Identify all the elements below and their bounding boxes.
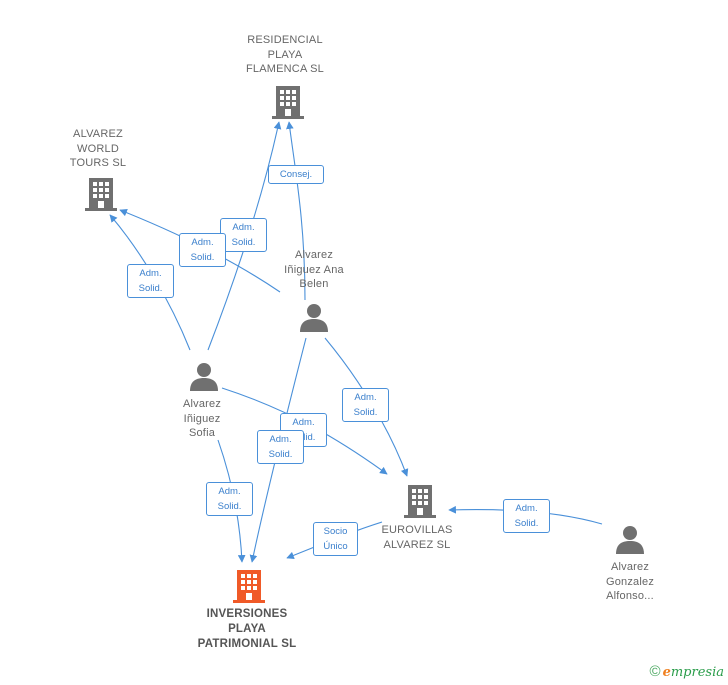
edge-badge-consej[interactable]: Consej. — [268, 165, 324, 184]
edge-badge-text: Adm. — [269, 434, 292, 445]
node-label-line: INVERSIONES — [206, 608, 288, 620]
person-icon — [300, 304, 328, 332]
node-label-line: Iñiguez Ana — [284, 263, 344, 276]
person-icon — [190, 363, 218, 391]
edge-badge-adm-solid[interactable]: Adm. Solid. — [503, 499, 550, 533]
node-label-line: Alvarez — [294, 249, 334, 261]
copyright-symbol: © — [649, 663, 661, 680]
edge-badge-text: Solid. — [190, 252, 215, 263]
edge-badge-adm-solid[interactable]: Adm. Solid. — [220, 218, 267, 252]
edge-badge-text: Único — [323, 541, 348, 552]
edge-badge-text: Adm. — [515, 503, 538, 514]
brand-name: mpresia — [670, 665, 724, 680]
edge-badge-text: Solid. — [231, 237, 256, 248]
edge-badge-text: Adm. — [232, 222, 255, 233]
node-label-line: TOURS SL — [69, 157, 127, 169]
brand-initial: e — [662, 665, 671, 680]
edge-badge-text: Adm. — [292, 417, 315, 428]
building-icon — [85, 178, 117, 211]
node-label-gonzalez[interactable]: Alvarez Gonzalez Alfonso... — [570, 560, 690, 604]
node-label-eurovillas[interactable]: EUROVILLAS ALVAREZ SL — [357, 523, 477, 552]
node-label-line: Alvarez — [610, 561, 650, 573]
edge-badge-text: Solid. — [268, 449, 293, 460]
edge-badge-adm-solid[interactable]: Adm. Solid. — [206, 482, 253, 516]
edge-badge-text: Solid. — [217, 501, 242, 512]
edge-badge-text: Solid. — [138, 283, 163, 294]
edge-anabelen-residencial — [286, 121, 306, 301]
node-label-line: Alfonso... — [606, 590, 654, 602]
brand-logo: empresia — [663, 665, 724, 680]
building-icon — [404, 485, 436, 518]
node-label-line: Iñiguez — [183, 412, 221, 425]
edge-badge-text: Consej. — [279, 169, 313, 180]
node-label-line: PLAYA — [267, 48, 303, 61]
edge-badge-text: Adm. — [354, 392, 377, 403]
node-label-line: Sofia — [188, 427, 216, 439]
node-label-sofia[interactable]: Alvarez Iñiguez Sofia — [142, 397, 262, 441]
node-label-line: FLAMENCA SL — [245, 63, 324, 75]
edge-badge-text: Solid. — [353, 407, 378, 418]
edge-badge-text: Adm. — [191, 237, 214, 248]
building-icon — [272, 86, 304, 119]
edge-badge-text: Socio — [323, 526, 348, 537]
node-label-line: ALVAREZ — [73, 128, 123, 140]
node-label-residencial[interactable]: RESIDENCIAL PLAYA FLAMENCA SL — [225, 33, 345, 77]
node-label-line: EUROVILLAS — [381, 524, 453, 536]
node-label-line: PLAYA — [228, 623, 266, 635]
edge-badge-adm-solid[interactable]: Adm. Solid. — [342, 388, 389, 422]
edge-badge-text: Adm. — [218, 486, 241, 497]
edge-badge-socio-unico[interactable]: Socio Único — [313, 522, 358, 556]
edge-badge-adm-solid[interactable]: Adm. Solid. — [257, 430, 304, 464]
node-label-line: RESIDENCIAL — [247, 34, 323, 46]
node-label-inversiones[interactable]: INVERSIONES PLAYA PATRIMONIAL SL — [177, 607, 317, 652]
node-label-alvarez-world[interactable]: ALVAREZ WORLD TOURS SL — [38, 127, 158, 171]
edge-badge-text: Solid. — [514, 518, 539, 529]
node-label-line: Belen — [299, 278, 329, 290]
node-label-line: PATRIMONIAL SL — [197, 638, 297, 650]
node-label-line: Gonzalez — [605, 575, 655, 588]
node-label-line: Alvarez — [182, 398, 222, 410]
edge-badge-adm-solid[interactable]: Adm. Solid. — [179, 233, 226, 267]
footer-brand[interactable]: ©empresia — [650, 663, 724, 680]
node-label-line: ALVAREZ SL — [383, 538, 451, 551]
node-label-ana-belen[interactable]: Alvarez Iñiguez Ana Belen — [254, 248, 374, 292]
edge-badge-adm-solid[interactable]: Adm. Solid. — [127, 264, 174, 298]
person-icon — [616, 526, 644, 554]
edge-badge-text: Adm. — [139, 268, 162, 279]
node-label-line: WORLD — [77, 142, 119, 155]
building-icon-primary — [233, 570, 265, 603]
